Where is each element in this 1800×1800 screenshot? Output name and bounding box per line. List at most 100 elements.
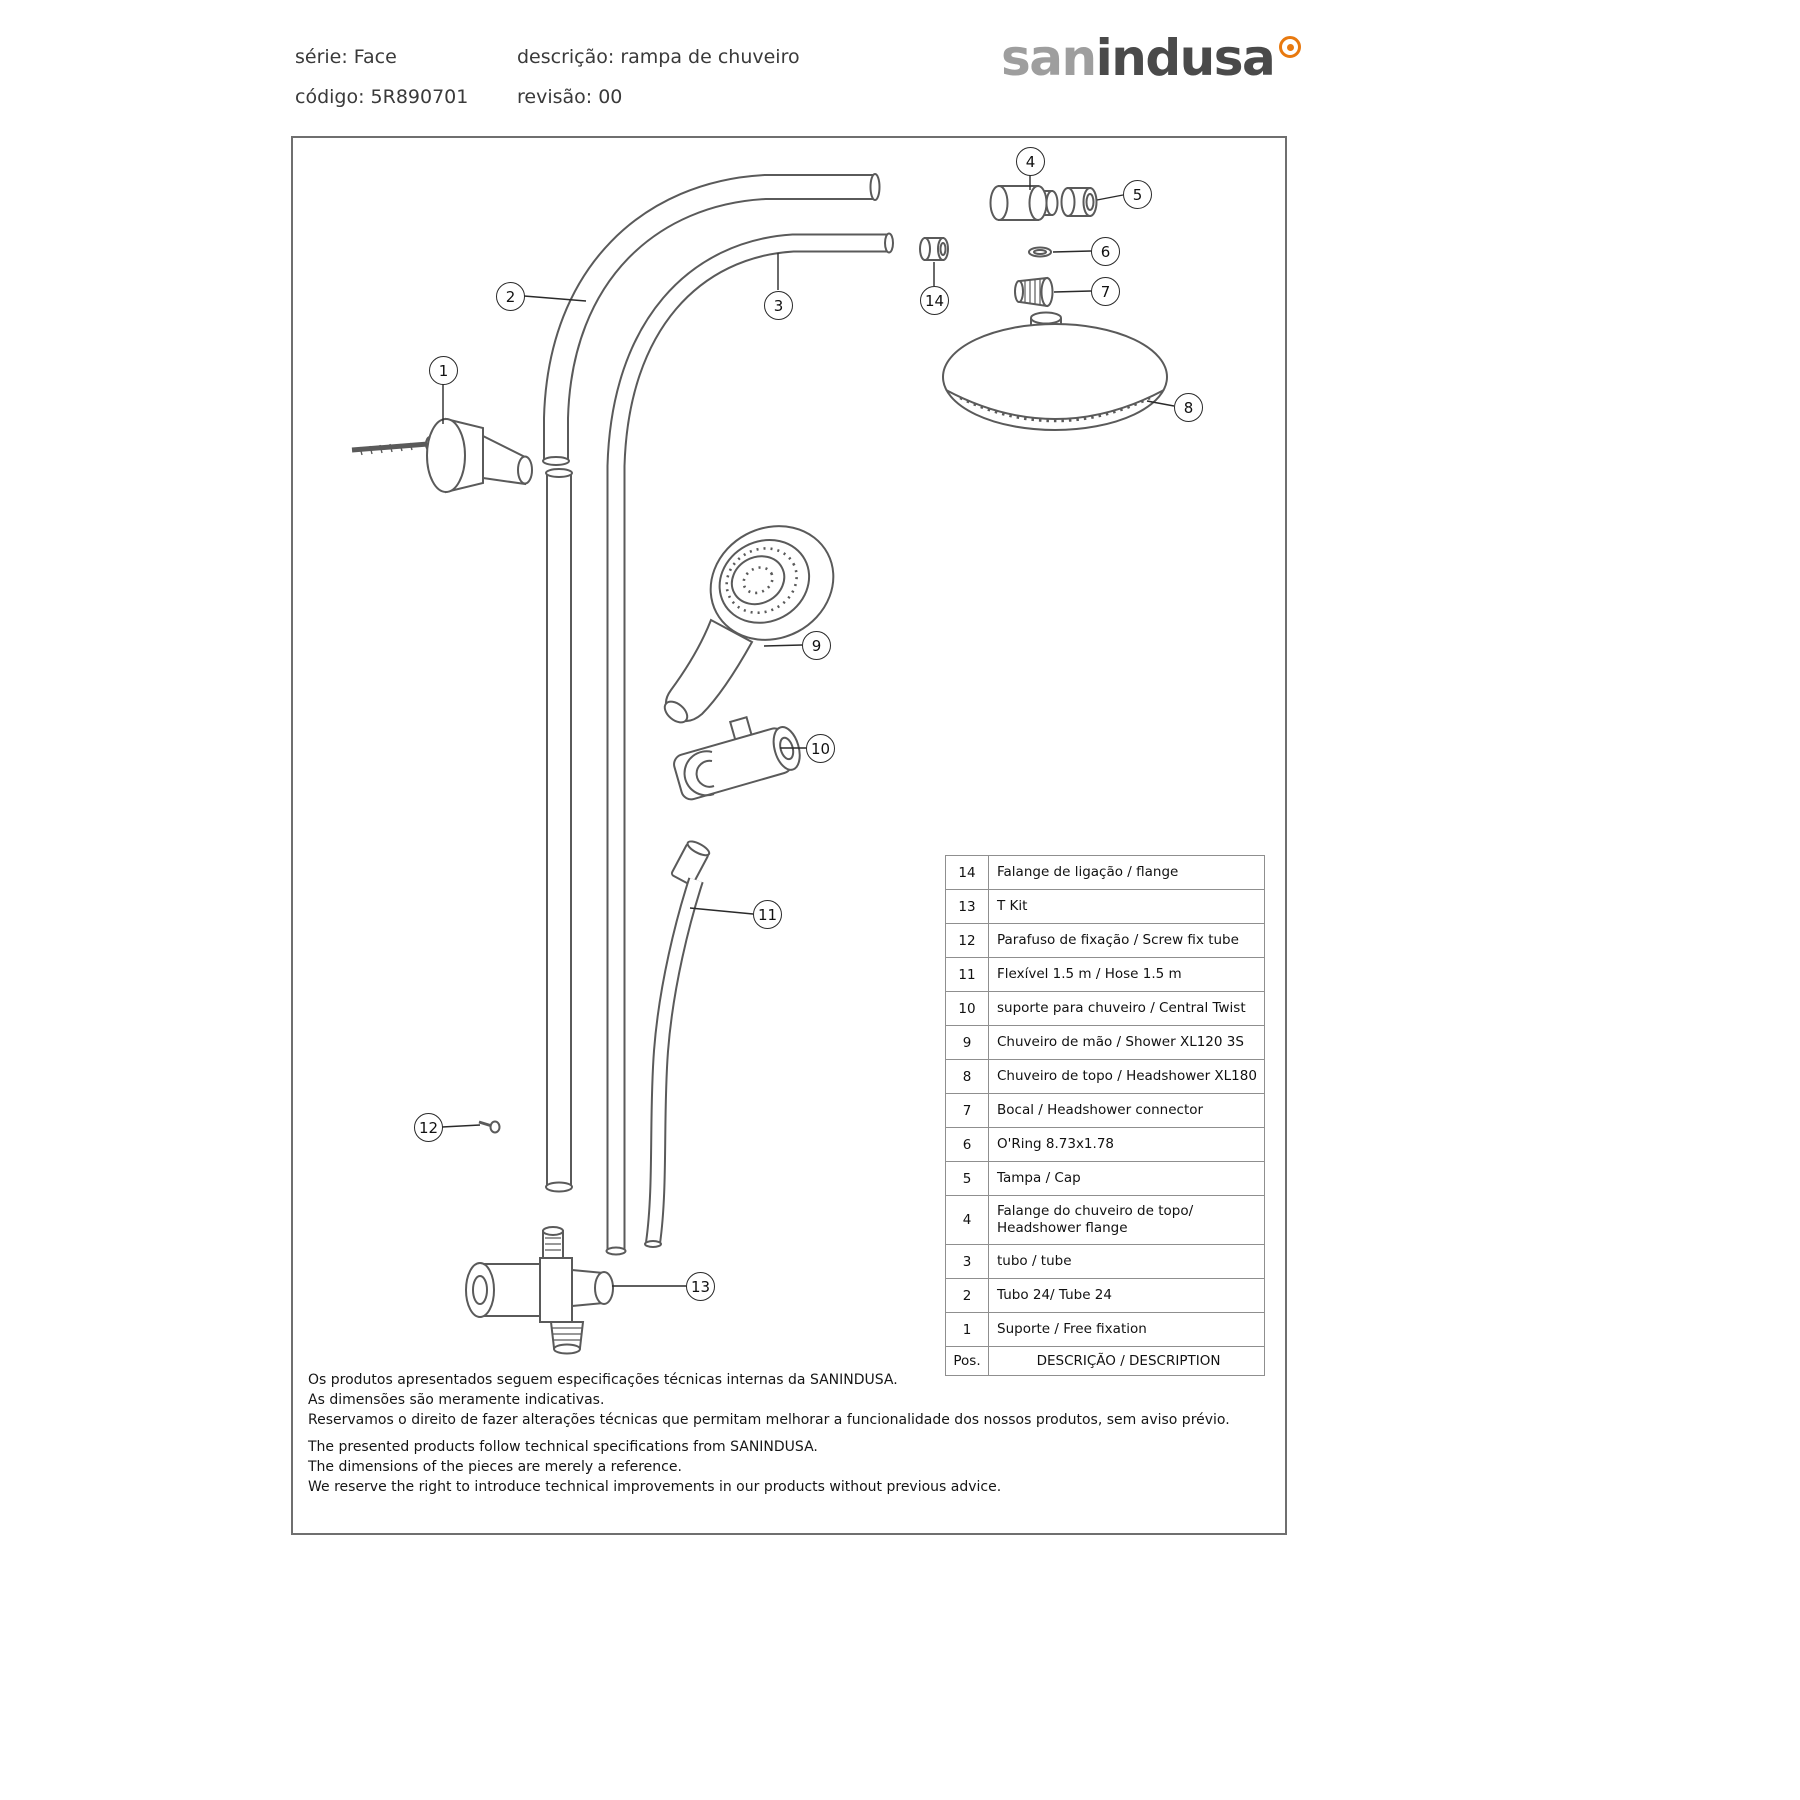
pos-header: Pos. — [946, 1347, 989, 1375]
part-pos: 14 — [946, 856, 989, 889]
part-pos: 9 — [946, 1026, 989, 1059]
part-pos: 7 — [946, 1094, 989, 1127]
table-row: 5 Tampa / Cap — [946, 1162, 1264, 1196]
callout-4: 4 — [1016, 147, 1045, 176]
headshower-flange-drawing — [989, 185, 1059, 221]
part-pos: 1 — [946, 1313, 989, 1346]
callout-10: 10 — [806, 734, 835, 763]
table-row: 6 O'Ring 8.73x1.78 — [946, 1128, 1264, 1162]
part-desc: tubo / tube — [997, 1253, 1072, 1270]
table-row: 9 Chuveiro de mão / Shower XL120 3S — [946, 1026, 1264, 1060]
part-pos: 10 — [946, 992, 989, 1025]
callout-number: 6 — [1100, 242, 1111, 261]
callout-number: 3 — [773, 296, 784, 315]
callout-number: 11 — [757, 905, 778, 924]
part-pos: 6 — [946, 1128, 989, 1161]
table-row: 14 Falange de ligação / flange — [946, 856, 1264, 890]
cap-drawing — [1060, 187, 1098, 217]
callout-14: 14 — [920, 286, 949, 315]
note-line: The dimensions of the pieces are merely … — [308, 1459, 682, 1475]
callout-number: 13 — [690, 1277, 711, 1296]
part-desc: Suporte / Free fixation — [997, 1321, 1147, 1338]
sanindusa-logo: sanindusa — [1001, 33, 1302, 83]
part-pos: 3 — [946, 1245, 989, 1278]
notes-english: The presented products follow technical … — [308, 1437, 1001, 1497]
callout-13: 13 — [686, 1272, 715, 1301]
headshower-drawing — [942, 311, 1168, 431]
table-row: 1 Suporte / Free fixation — [946, 1313, 1264, 1347]
callout-number: 14 — [924, 291, 945, 310]
part-desc: Falange de ligação / flange — [997, 864, 1179, 881]
screw-drawing — [478, 1120, 501, 1134]
hose-drawing — [644, 840, 711, 1248]
registered-trademark-icon — [1279, 36, 1302, 58]
code-label: código: 5R890701 — [295, 86, 469, 108]
table-header-row: Pos.DESCRIÇÃO / DESCRIPTION — [946, 1347, 1264, 1375]
note-line: As dimensões são meramente indicativas. — [308, 1392, 605, 1408]
table-row: 7 Bocal / Headshower connector — [946, 1094, 1264, 1128]
description-label: descrição: rampa de chuveiro — [517, 46, 800, 68]
table-row: 10 suporte para chuveiro / Central Twist — [946, 992, 1264, 1026]
part-pos: 2 — [946, 1279, 989, 1312]
part-pos: 11 — [946, 958, 989, 991]
leader-lines — [441, 174, 1175, 1287]
callout-3: 3 — [764, 291, 793, 320]
t-kit-drawing — [465, 1226, 614, 1355]
hand-shower-drawing — [663, 525, 835, 724]
table-row: 11 Flexível 1.5 m / Hose 1.5 m — [946, 958, 1264, 992]
part-desc: suporte para chuveiro / Central Twist — [997, 1000, 1246, 1017]
note-line: Os produtos apresentados seguem especifi… — [308, 1372, 898, 1388]
oring-drawing — [1028, 246, 1052, 258]
revision-label: revisão: 00 — [517, 86, 623, 108]
callout-number: 8 — [1183, 398, 1194, 417]
notes-portuguese: Os produtos apresentados seguem especifi… — [308, 1370, 1230, 1430]
part-pos: 12 — [946, 924, 989, 957]
callout-6: 6 — [1091, 237, 1120, 266]
callout-8: 8 — [1174, 393, 1203, 422]
part-pos: 13 — [946, 890, 989, 923]
callout-9: 9 — [802, 631, 831, 660]
part-desc: O'Ring 8.73x1.78 — [997, 1136, 1114, 1153]
logo-text-san: san — [1001, 29, 1097, 87]
callout-2: 2 — [496, 282, 525, 311]
callout-number: 1 — [438, 361, 449, 380]
note-line: Reservamos o direito de fazer alterações… — [308, 1412, 1230, 1428]
part-pos: 5 — [946, 1162, 989, 1195]
callout-number: 12 — [418, 1118, 439, 1137]
tube-drawing — [605, 232, 894, 1256]
part-desc: Bocal / Headshower connector — [997, 1102, 1204, 1119]
part-pos: 8 — [946, 1060, 989, 1093]
series-label: série: Face — [295, 46, 397, 68]
wall-support-drawing — [351, 417, 533, 494]
callout-12: 12 — [414, 1113, 443, 1142]
table-row: 8 Chuveiro de topo / Headshower XL180 — [946, 1060, 1264, 1094]
part-desc: Tampa / Cap — [997, 1170, 1081, 1187]
part-desc: Chuveiro de mão / Shower XL120 3S — [997, 1034, 1244, 1051]
logo-text-indusa: indusa — [1095, 29, 1276, 87]
drawing-border — [291, 136, 1287, 1535]
callout-number: 10 — [810, 739, 831, 758]
table-row: 2 Tubo 24/ Tube 24 — [946, 1279, 1264, 1313]
connection-flange-drawing — [919, 237, 949, 261]
callout-number: 7 — [1100, 282, 1111, 301]
part-pos: 4 — [946, 1196, 989, 1244]
part-desc: Flexível 1.5 m / Hose 1.5 m — [997, 966, 1182, 983]
headshower-connector-drawing — [1014, 276, 1054, 308]
part-desc: Parafuso de fixação / Screw fix tube — [997, 932, 1239, 949]
callout-number: 4 — [1025, 152, 1036, 171]
table-row: 13 T Kit — [946, 890, 1264, 924]
callout-number: 9 — [811, 636, 822, 655]
tube-24-drawing — [542, 173, 881, 1193]
part-desc: Chuveiro de topo / Headshower XL180 — [997, 1068, 1257, 1085]
callout-number: 2 — [505, 287, 516, 306]
callout-5: 5 — [1123, 180, 1152, 209]
note-line: The presented products follow technical … — [308, 1439, 818, 1455]
part-desc: T Kit — [997, 898, 1028, 915]
table-row: 3 tubo / tube — [946, 1245, 1264, 1279]
note-line: We reserve the right to introduce techni… — [308, 1479, 1002, 1495]
part-desc: Tubo 24/ Tube 24 — [997, 1287, 1112, 1304]
callout-11: 11 — [753, 900, 782, 929]
